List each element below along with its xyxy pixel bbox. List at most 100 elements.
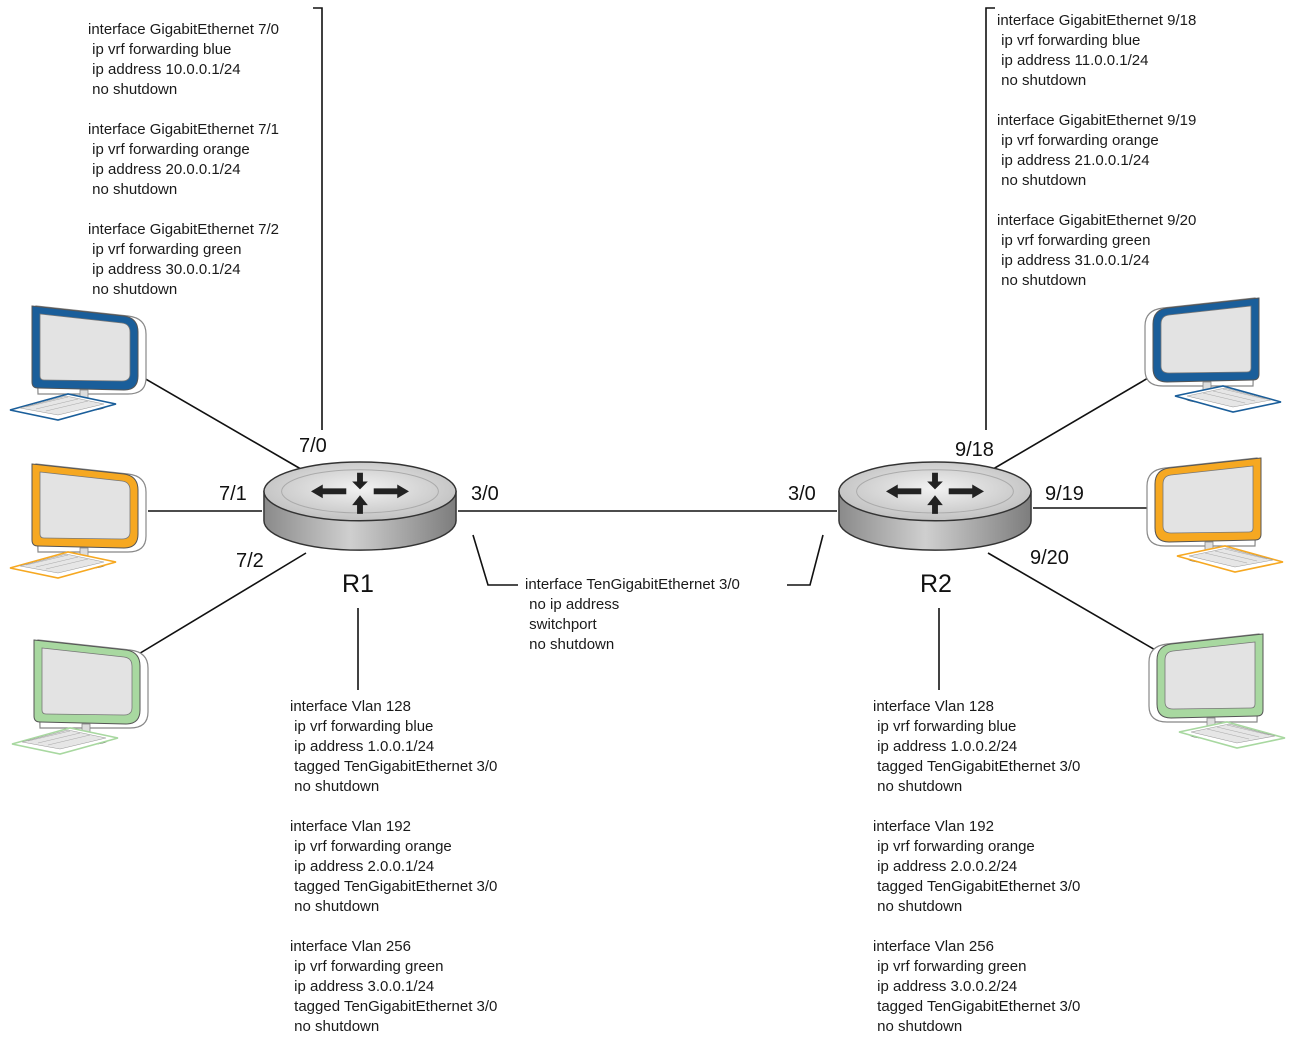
config-line: ip vrf forwarding blue — [88, 41, 232, 58]
config-gap — [997, 191, 1196, 211]
port-label-r2-9-18: 9/18 — [955, 439, 994, 461]
config-line: interface GigabitEthernet 7/0 — [88, 21, 279, 38]
config-gap — [290, 917, 497, 937]
config-line: no shutdown — [997, 272, 1087, 289]
router-r2-icon — [838, 461, 1032, 551]
workstation-r1-green[interactable] — [11, 639, 149, 755]
config-line: ip address 1.0.0.1/24 — [290, 738, 435, 755]
config-line: ip address 11.0.0.1/24 — [997, 52, 1149, 69]
router-r2-label: R2 — [920, 570, 952, 598]
workstation-r2-blue[interactable] — [1144, 297, 1282, 413]
config-line: ip address 30.0.0.1/24 — [88, 261, 241, 278]
config-line: ip vrf forwarding blue — [873, 718, 1017, 735]
port-label-r2-3-0: 3/0 — [788, 483, 816, 505]
leader-tengig-config — [472, 534, 518, 586]
config-line: ip vrf forwarding orange — [873, 838, 1035, 855]
config-line: ip vrf forwarding orange — [997, 132, 1159, 149]
leader-r2-gig-config — [985, 7, 995, 430]
config-line: tagged TenGigabitEthernet 3/0 — [873, 758, 1081, 775]
config-line: no shutdown — [997, 72, 1087, 89]
config-line: no shutdown — [525, 636, 615, 653]
config-line: interface Vlan 128 — [873, 698, 994, 715]
workstation-r1-orange[interactable] — [9, 463, 147, 579]
config-line: tagged TenGigabitEthernet 3/0 — [290, 758, 498, 775]
tengig-config: interface TenGigabitEthernet 3/0 no ip a… — [525, 575, 740, 655]
workstation-r2-orange[interactable] — [1146, 457, 1284, 573]
config-line: interface GigabitEthernet 9/19 — [997, 112, 1197, 129]
config-line: ip address 3.0.0.2/24 — [873, 978, 1018, 995]
leader-tengig-config-right — [787, 534, 824, 586]
config-line: ip vrf forwarding blue — [290, 718, 434, 735]
config-line: ip vrf forwarding blue — [997, 32, 1141, 49]
config-line: no shutdown — [290, 898, 380, 915]
connection-lines — [136, 7, 1180, 690]
config-gap — [88, 200, 279, 220]
config-line: ip address 10.0.0.1/24 — [88, 61, 241, 78]
config-line: interface GigabitEthernet 7/1 — [88, 121, 279, 138]
r1-gigabit-config: interface GigabitEthernet 7/0 ip vrf for… — [88, 20, 279, 300]
port-label-r1-7-2: 7/2 — [236, 550, 264, 572]
port-label-r1-7-1: 7/1 — [219, 483, 247, 505]
link-r2-green-pc — [987, 552, 1177, 663]
config-line: switchport — [525, 616, 597, 633]
config-line: no shutdown — [88, 181, 178, 198]
r2-vlan-config: interface Vlan 128 ip vrf forwarding blu… — [873, 697, 1080, 1037]
config-line: ip address 21.0.0.1/24 — [997, 152, 1150, 169]
router-r1[interactable] — [263, 461, 457, 551]
config-line: no shutdown — [873, 898, 963, 915]
config-line: no shutdown — [290, 1018, 380, 1035]
config-line: ip address 1.0.0.2/24 — [873, 738, 1018, 755]
config-line: ip address 31.0.0.1/24 — [997, 252, 1150, 269]
config-line: interface Vlan 256 — [873, 938, 994, 955]
config-line: no shutdown — [88, 281, 178, 298]
port-label-r2-9-19: 9/19 — [1045, 483, 1084, 505]
leader-r1-gig-config — [313, 7, 323, 430]
router-r1-icon — [263, 461, 457, 551]
config-line: interface GigabitEthernet 9/20 — [997, 212, 1197, 229]
workstation-r2-green[interactable] — [1148, 633, 1286, 749]
config-line: no shutdown — [873, 778, 963, 795]
r1-vlan-config: interface Vlan 128 ip vrf forwarding blu… — [290, 697, 497, 1037]
config-line: ip vrf forwarding green — [290, 958, 444, 975]
config-line: ip vrf forwarding green — [873, 958, 1027, 975]
config-line: interface TenGigabitEthernet 3/0 — [525, 576, 740, 593]
config-line: ip address 2.0.0.1/24 — [290, 858, 435, 875]
router-r2[interactable] — [838, 461, 1032, 551]
config-line: no shutdown — [873, 1018, 963, 1035]
config-line: tagged TenGigabitEthernet 3/0 — [873, 998, 1081, 1015]
config-line: tagged TenGigabitEthernet 3/0 — [290, 878, 498, 895]
config-line: interface GigabitEthernet 7/2 — [88, 221, 279, 238]
config-line: ip address 20.0.0.1/24 — [88, 161, 241, 178]
link-r1-blue-pc — [136, 373, 307, 473]
link-r1-green-pc — [136, 552, 307, 656]
config-line: tagged TenGigabitEthernet 3/0 — [290, 998, 498, 1015]
config-line: tagged TenGigabitEthernet 3/0 — [873, 878, 1081, 895]
config-line: interface Vlan 256 — [290, 938, 411, 955]
config-line: no ip address — [525, 596, 620, 613]
workstation-r1-blue[interactable] — [9, 305, 147, 421]
config-line: interface Vlan 192 — [873, 818, 994, 835]
router-r1-label: R1 — [342, 570, 374, 598]
config-line: ip vrf forwarding green — [997, 232, 1151, 249]
config-gap — [873, 797, 1080, 817]
config-gap — [290, 797, 497, 817]
port-label-r2-9-20: 9/20 — [1030, 547, 1069, 569]
config-line: ip address 3.0.0.1/24 — [290, 978, 435, 995]
config-line: no shutdown — [290, 778, 380, 795]
config-line: interface Vlan 128 — [290, 698, 411, 715]
config-line: ip vrf forwarding green — [88, 241, 242, 258]
config-gap — [997, 91, 1196, 111]
r2-gigabit-config: interface GigabitEthernet 9/18 ip vrf fo… — [997, 11, 1196, 291]
config-gap — [873, 917, 1080, 937]
port-label-r1-7-0: 7/0 — [299, 435, 327, 457]
config-gap — [88, 100, 279, 120]
config-line: ip address 2.0.0.2/24 — [873, 858, 1018, 875]
config-line: interface Vlan 192 — [290, 818, 411, 835]
config-line: no shutdown — [997, 172, 1087, 189]
config-line: interface GigabitEthernet 9/18 — [997, 12, 1197, 29]
link-r2-blue-pc — [987, 370, 1161, 473]
config-line: no shutdown — [88, 81, 178, 98]
config-line: ip vrf forwarding orange — [88, 141, 250, 158]
config-line: ip vrf forwarding orange — [290, 838, 452, 855]
